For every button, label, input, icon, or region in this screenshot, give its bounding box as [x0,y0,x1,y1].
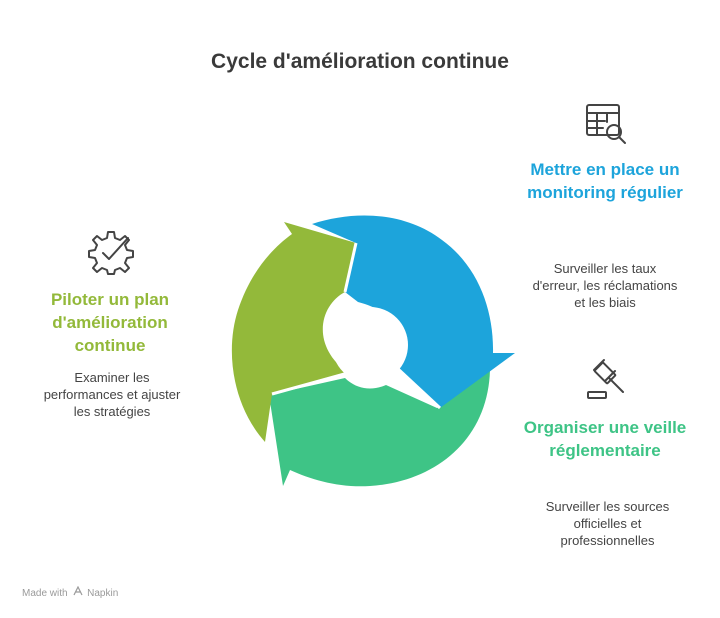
cycle-diagram [231,215,515,487]
cycle-arrow-olive [231,222,356,442]
stage-veille-description: Surveiller les sources officielles et pr… [545,499,670,548]
gavel-icon [587,359,624,399]
cycle-arrow-green [269,370,490,487]
table-search-icon [586,104,626,144]
napkin-logo-icon [73,585,83,599]
stage-veille-title: Organiser une veille réglementaire [523,418,687,460]
footer-brand: Napkin [87,588,119,599]
footer-made-with: Made with [22,588,68,599]
stage-pilotage-description: Examiner les performances et ajuster les… [43,370,181,419]
gear-check-icon [88,231,134,275]
diagram-title: Cycle d'amélioration continue [211,50,509,73]
stage-monitoring-description: Surveiller les taux d'erreur, les réclam… [532,261,678,310]
cycle-arrow-blue [312,215,515,408]
stage-pilotage-title: Piloter un plan d'amélioration continue [50,290,170,355]
footer-credit: Made with Napkin [22,585,119,599]
stage-monitoring-title: Mettre en place un monitoring régulier [527,160,683,202]
